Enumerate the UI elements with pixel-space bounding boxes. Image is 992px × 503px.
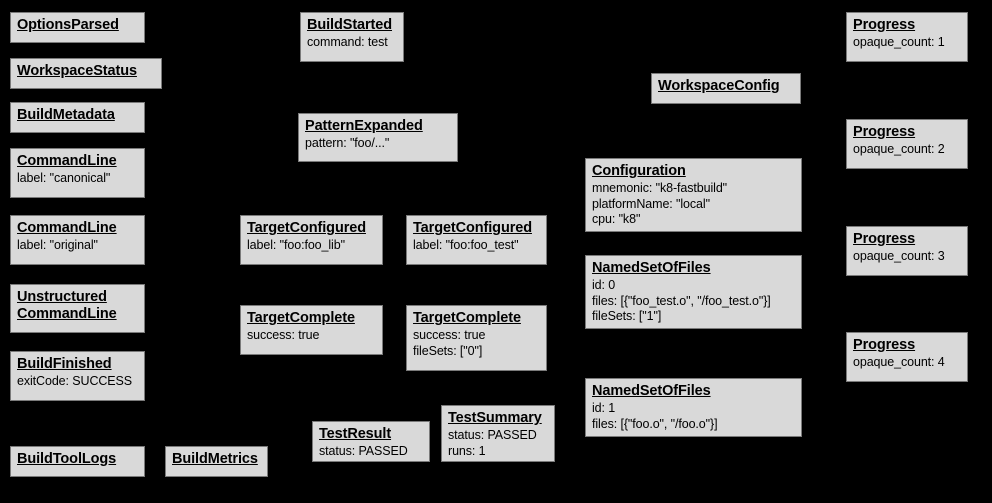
node-fields: label: "foo:foo_lib" (247, 238, 376, 254)
node-fields: label: "original" (17, 238, 138, 254)
node-fields: exitCode: SUCCESS (17, 374, 138, 390)
node-title: OptionsParsed (17, 17, 119, 33)
node-command-line-original[interactable]: CommandLine label: "original" (10, 215, 145, 265)
node-field: status: PASSED (319, 444, 408, 458)
node-title: NamedSetOfFiles (592, 260, 711, 276)
node-field: opaque_count: 4 (853, 355, 945, 369)
node-fields: command: test (307, 35, 397, 51)
node-title: WorkspaceConfig (658, 78, 780, 94)
node-progress-3[interactable]: Progress opaque_count: 3 (846, 226, 968, 276)
node-title: Progress (853, 124, 916, 140)
node-field: opaque_count: 2 (853, 142, 945, 156)
node-field: success: true (413, 328, 486, 342)
node-field: cpu: "k8" (592, 212, 641, 226)
node-field: pattern: "foo/..." (305, 136, 390, 150)
node-progress-4[interactable]: Progress opaque_count: 4 (846, 332, 968, 382)
node-title: Progress (853, 337, 916, 353)
node-options-parsed[interactable]: OptionsParsed (10, 12, 145, 43)
node-field: id: 1 (592, 401, 616, 415)
node-configuration[interactable]: Configuration mnemonic: "k8-fastbuild"pla… (585, 158, 802, 232)
node-title: Progress (853, 17, 916, 33)
node-field: platformName: "local" (592, 196, 710, 211)
node-fields: label: "foo:foo_test" (413, 238, 540, 254)
node-title: BuildStarted (307, 17, 393, 33)
node-title: CommandLine (17, 220, 117, 236)
node-title: TestSummary (448, 410, 542, 426)
node-title: Progress (853, 231, 916, 247)
node-target-complete-lib[interactable]: TargetComplete success: true (240, 305, 383, 355)
node-fields: mnemonic: "k8-fastbuild"platformName: "l… (592, 181, 795, 228)
node-title: TargetConfigured (247, 220, 366, 236)
node-build-tool-logs[interactable]: BuildToolLogs (10, 446, 145, 477)
node-field: fileSets: ["0"] (413, 343, 483, 358)
node-title: WorkspaceStatus (17, 63, 137, 79)
node-pattern-expanded[interactable]: PatternExpanded pattern: "foo/..." (298, 113, 458, 162)
node-field: files: [{"foo_test.o", "/foo_test.o"}] (592, 293, 771, 308)
node-field: status: PASSED (448, 428, 537, 442)
node-fields: status: PASSED (319, 444, 423, 460)
node-title: BuildMetadata (17, 107, 115, 123)
node-field: label: "foo:foo_test" (413, 238, 519, 252)
node-field: mnemonic: "k8-fastbuild" (592, 181, 728, 195)
node-command-line-canonical[interactable]: CommandLine label: "canonical" (10, 148, 145, 198)
node-progress-1[interactable]: Progress opaque_count: 1 (846, 12, 968, 62)
node-title: TestResult (319, 426, 392, 442)
node-build-started[interactable]: BuildStarted command: test (300, 12, 404, 62)
node-title: NamedSetOfFiles (592, 383, 711, 399)
node-build-finished[interactable]: BuildFinished exitCode: SUCCESS (10, 351, 145, 401)
node-title: Configuration (592, 163, 686, 179)
node-title: PatternExpanded (305, 118, 423, 134)
node-fields: pattern: "foo/..." (305, 136, 451, 152)
node-build-metadata[interactable]: BuildMetadata (10, 102, 145, 133)
node-title: BuildFinished (17, 356, 112, 372)
node-field: fileSets: ["1"] (592, 309, 662, 323)
node-progress-2[interactable]: Progress opaque_count: 2 (846, 119, 968, 169)
node-title: TargetConfigured (413, 220, 532, 236)
node-field: runs: 1 (448, 443, 486, 458)
node-field: opaque_count: 3 (853, 249, 945, 263)
node-fields: opaque_count: 4 (853, 355, 961, 371)
node-target-configured-foo-lib[interactable]: TargetConfigured label: "foo:foo_lib" (240, 215, 383, 265)
node-title: CommandLine (17, 153, 117, 169)
node-title: TargetComplete (413, 310, 521, 326)
node-field: label: "canonical" (17, 171, 111, 185)
node-title: Unstructured CommandLine (17, 289, 117, 322)
node-target-configured-foo-test[interactable]: TargetConfigured label: "foo:foo_test" (406, 215, 547, 265)
node-test-result[interactable]: TestResult status: PASSED (312, 421, 430, 462)
node-field: command: test (307, 35, 388, 49)
node-fields: opaque_count: 3 (853, 249, 961, 265)
node-field: opaque_count: 1 (853, 35, 945, 49)
node-unstructured-command-line[interactable]: Unstructured CommandLine (10, 284, 145, 333)
node-title: TargetComplete (247, 310, 355, 326)
node-title: BuildMetrics (172, 451, 258, 467)
node-workspace-config[interactable]: WorkspaceConfig (651, 73, 801, 104)
node-fields: label: "canonical" (17, 171, 138, 187)
node-fields: success: true (247, 328, 376, 344)
node-field: files: [{"foo.o", "/foo.o"}] (592, 416, 718, 431)
node-workspace-status[interactable]: WorkspaceStatus (10, 58, 162, 89)
node-field: id: 0 (592, 278, 616, 292)
node-build-metrics[interactable]: BuildMetrics (165, 446, 268, 477)
node-field: label: "foo:foo_lib" (247, 238, 345, 252)
node-field: exitCode: SUCCESS (17, 374, 133, 388)
node-fields: opaque_count: 2 (853, 142, 961, 158)
node-fields: opaque_count: 1 (853, 35, 961, 51)
node-title: BuildToolLogs (17, 451, 117, 467)
node-field: success: true (247, 328, 320, 342)
node-field: label: "original" (17, 238, 98, 252)
